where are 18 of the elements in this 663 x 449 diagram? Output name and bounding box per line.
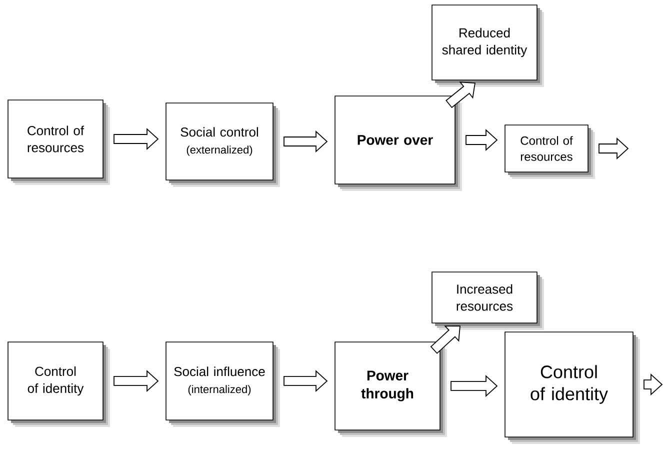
text-box: Social control (externalized) (166, 102, 280, 187)
text-box: Increased resources (432, 272, 544, 330)
block-arrow (284, 370, 328, 392)
text-box: Control of resources (504, 124, 595, 179)
block-arrow (114, 128, 159, 150)
text-box: Power through (334, 342, 447, 437)
text-box: Social influence (internalized) (166, 342, 280, 427)
block-arrow (598, 137, 629, 160)
text-box: Control of identity (504, 332, 640, 444)
block-arrow (114, 370, 159, 392)
block-arrow (450, 374, 498, 397)
text-box: Control of resources (8, 100, 110, 185)
text-box: Power over (334, 96, 462, 191)
block-arrow (644, 373, 663, 396)
text-box: Control of identity (8, 342, 110, 427)
block-arrow (466, 128, 498, 151)
text-box: Reduced shared identity (432, 4, 544, 87)
block-arrow (284, 130, 328, 152)
